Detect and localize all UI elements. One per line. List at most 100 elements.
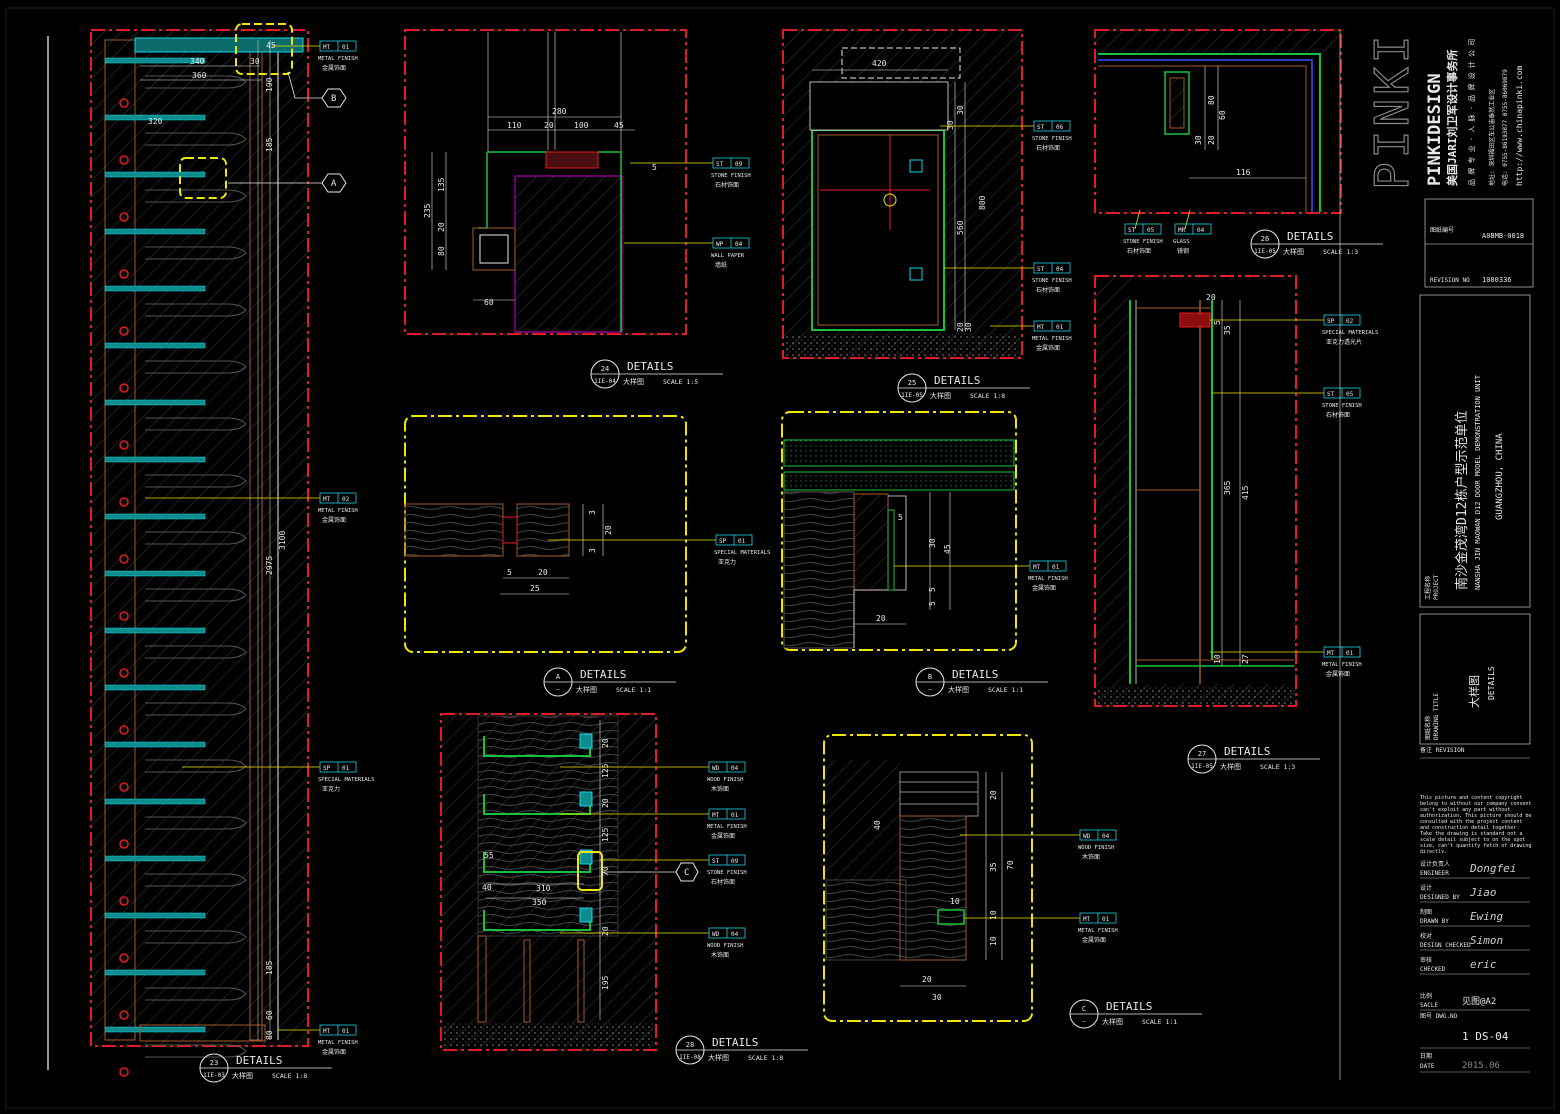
dim: 25 [530,584,540,593]
dim: 235 [423,203,432,218]
material-code-num: 01 [342,44,350,51]
dim: 20 [601,738,610,748]
detail-scale: SCALE 1:1 [988,686,1023,694]
dim: 5 [507,568,512,577]
dim: 45 [943,544,952,554]
detail-title: DETAILS [952,668,998,681]
wine-shelf [104,570,206,577]
callout-box-top [235,23,293,75]
material-name-en: METAL FINISH [1032,336,1072,342]
dim: 800 [978,195,987,210]
marker-a[interactable]: A [228,173,347,193]
dim: 35 [1223,325,1232,335]
detail-ref: 1IE-08 [679,1054,701,1061]
wine-shelf [104,342,206,349]
marker-c-label: C [684,868,689,878]
wine-bottle-icon [145,75,247,89]
material-name-en: SPECIAL MATERIALS [1322,330,1378,336]
detail-24-dimensions: 280 110 20 100 45 235 135 20 80 60 5 [423,107,657,307]
detail-title: DETAILS [236,1054,282,1067]
wine-bottle-icon [145,360,247,374]
material-code-num: 01 [1102,916,1110,923]
bottle-cap-icon [119,1067,129,1077]
dim: 20 [437,222,446,232]
dim: 20 [601,926,610,936]
notes-box: This picture and content copyright belon… [1420,795,1531,853]
detail-scale: SCALE 1:1 [1142,1018,1177,1026]
dim: 280 [552,107,567,116]
wine-shelf [104,399,206,406]
bottle-cap-icon [119,668,129,678]
dim: 55 [484,851,494,860]
marker-c[interactable]: C [602,862,699,882]
wine-shelf [104,684,206,691]
material-name-en: METAL FINISH [318,508,358,514]
dim: 5 [1213,320,1222,325]
dim: 3 [588,548,597,553]
shelf-light [579,849,593,865]
dim: 70 [1006,860,1015,870]
material-code-num: 04 [731,931,739,938]
material-name-cn: 亚克力 [322,785,340,793]
dim: 560 [956,220,965,235]
dim: 125 [601,763,610,778]
info-value-2: 1080336 [1482,276,1512,284]
wine-bottle-icon [145,645,247,659]
material-name-en: METAL FINISH [1028,576,1068,582]
dim: 3100 [278,531,287,550]
detail-number: 26 [1261,235,1269,243]
material-name-cn: 亚克力 [718,558,736,566]
material-code-num: 01 [731,812,739,819]
material-code-num: 01 [342,1028,350,1035]
wine-shelf [104,912,206,919]
drawing-title-label: 图纸名称 [1424,716,1432,740]
material-name-cn: 石材饰面 [1036,144,1060,152]
bottle-cap-icon [119,554,129,564]
detail-scale: SCALE 1:8 [970,392,1005,400]
detail-23-back-wall [104,39,136,1041]
dim: 20 [1207,135,1216,145]
dwg-value: 1 DS-04 [1462,1030,1509,1043]
dim: 35 [989,862,998,872]
material-name-en: STONE FINISH [1322,403,1362,409]
material-name-en: METAL FINISH [318,1040,358,1046]
wine-shelf [104,627,206,634]
dim: 350 [532,898,547,907]
wine-bottle-icon [145,246,247,260]
detail-28: 20 125 20 125 55 40 310 350 70 20 195 C [440,713,699,1051]
material-name-en: METAL FINISH [318,56,358,62]
material-code: MT [1327,650,1335,657]
firm-website: http://www.chinapinki.com [1515,65,1524,186]
material-name-cn: 金属饰面 [322,1048,346,1056]
drawing-title-cn: 大样图 [1467,675,1481,708]
marker-b[interactable]: B [287,71,347,108]
